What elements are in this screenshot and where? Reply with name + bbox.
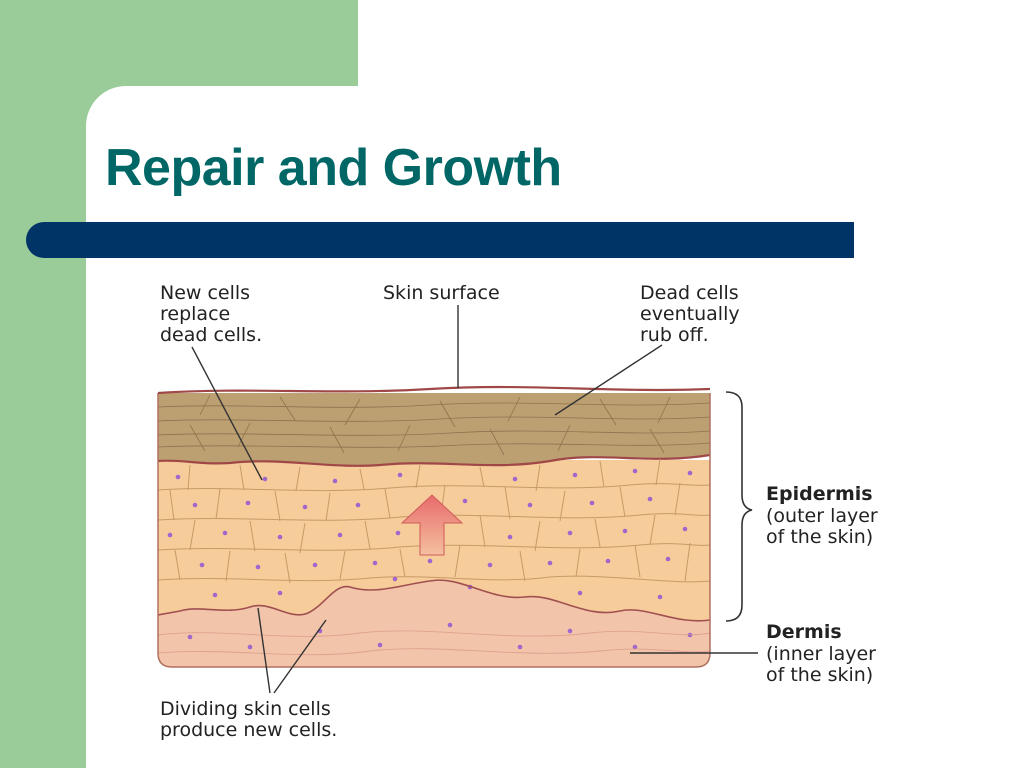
label-dermis: Dermis (766, 621, 842, 643)
leader-dividing-1 (257, 607, 271, 694)
epidermis-bracket (725, 391, 753, 622)
title-rule-bar (26, 222, 854, 258)
label-dermis-description: (inner layer of the skin) (766, 643, 876, 686)
label-epidermis: Epidermis (766, 483, 873, 505)
label-dividing-cells: Dividing skin cells produce new cells. (160, 698, 338, 741)
leader-new-cells (191, 346, 263, 481)
label-skin-surface: Skin surface (383, 282, 500, 304)
leader-dividing-2 (273, 619, 327, 694)
skin-layers-diagram: New cells replace dead cells. Skin surfa… (130, 275, 960, 755)
slide-title: Repair and Growth (105, 139, 562, 197)
label-epidermis-description: (outer layer of the skin) (766, 505, 878, 548)
label-dead-cells: Dead cells eventually rub off. (640, 282, 740, 346)
growth-arrow (400, 494, 464, 556)
stratum-corneum-layer (158, 393, 710, 466)
leader-dead-cells (554, 344, 663, 416)
label-new-cells: New cells replace dead cells. (160, 282, 263, 346)
skin-diagram-graphic (157, 305, 758, 694)
